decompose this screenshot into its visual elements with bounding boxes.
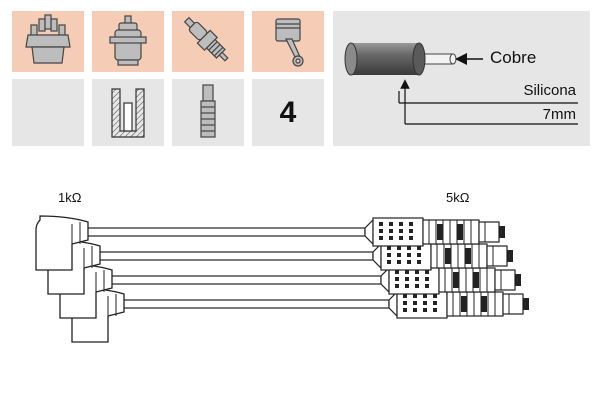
- cable-cross-section-icon: [344, 42, 578, 125]
- cable-count: 4: [279, 95, 297, 129]
- conductor-label: Cobre: [490, 48, 537, 67]
- ignition-cable: [59, 263, 521, 319]
- cable-spec-panel: Cobre Silicona 7mm: [333, 11, 590, 146]
- ignition-coil-icon: [109, 15, 147, 66]
- ignition-cable-harness: [35, 215, 529, 343]
- resistance-left-label: 1kΩ: [58, 190, 82, 205]
- ignition-cable: [35, 215, 505, 271]
- tile-spark-plug: [172, 11, 244, 72]
- resistance-right-label: 5kΩ: [446, 190, 470, 205]
- tile-ignition-coil: [92, 11, 164, 72]
- cable-set: [35, 215, 529, 343]
- tile-empty: [12, 79, 84, 146]
- boot-cross-section-icon: [111, 88, 145, 138]
- diameter-label: 7mm: [542, 106, 576, 123]
- plug-boot-icon: [200, 84, 216, 138]
- tile-cable-count: 4: [252, 79, 324, 146]
- tile-piston: [252, 11, 324, 72]
- insulation-label: Silicona: [523, 82, 576, 99]
- piston-icon: [275, 18, 304, 67]
- tile-plug-boot: [172, 79, 244, 146]
- ignition-cable: [71, 287, 529, 343]
- spark-plug-icon: [183, 16, 229, 62]
- ignition-cable: [47, 239, 513, 295]
- tile-boot-section: [92, 79, 164, 146]
- tile-distributor-cap: [12, 11, 84, 72]
- distributor-cap-icon: [25, 14, 71, 64]
